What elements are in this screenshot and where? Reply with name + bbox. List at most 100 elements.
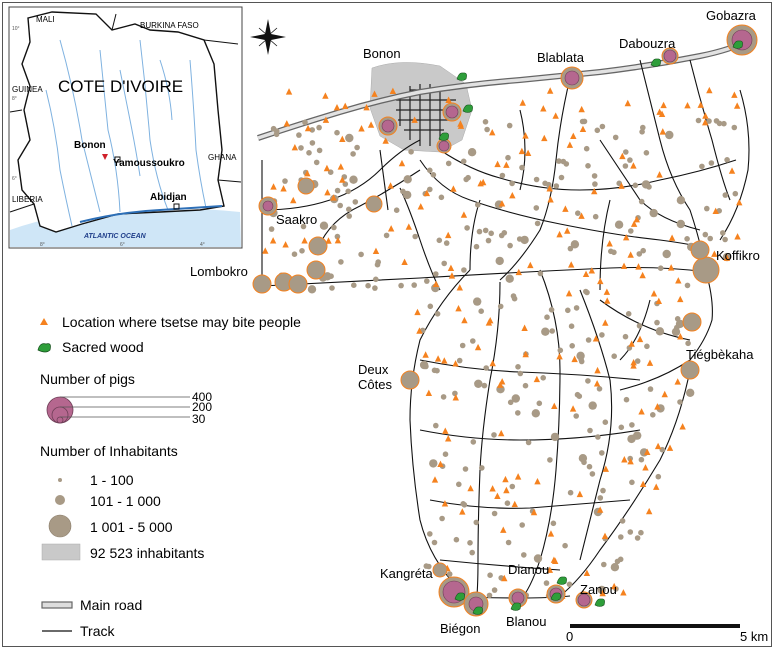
tsetse-marker <box>285 88 293 95</box>
village-dot <box>650 412 656 418</box>
legend-pigs-200: 200 <box>192 400 212 414</box>
tsetse-marker <box>514 473 522 480</box>
inset-city-abidjan: Abidjan <box>150 192 187 203</box>
tsetse-marker <box>658 110 666 118</box>
pig-circle-4 <box>445 105 459 119</box>
tsetse-marker <box>592 335 600 342</box>
village-dot <box>585 337 592 343</box>
village-dot <box>485 237 492 244</box>
sacred-wood-1 <box>462 104 473 113</box>
label-kangreta: Kangréta <box>380 566 434 581</box>
label-lombokro: Lombokro <box>190 264 248 279</box>
inset-label-guinea: GUINEA <box>12 85 43 94</box>
sacred-wood-6 <box>472 606 483 615</box>
village-dot <box>482 227 489 234</box>
village-dot <box>334 233 341 240</box>
village-dot <box>599 332 605 338</box>
track-2 <box>261 139 421 211</box>
village-dot <box>627 434 636 444</box>
tsetse-marker <box>452 394 459 401</box>
village-dot <box>499 172 506 179</box>
tsetse-marker <box>401 258 408 266</box>
tsetse-marker <box>363 103 370 111</box>
tsetse-marker <box>604 297 611 304</box>
village-dot <box>352 199 359 205</box>
tsetse-marker <box>498 429 505 437</box>
village-dot <box>484 126 490 133</box>
tsetse-marker <box>622 233 630 241</box>
inset-ocean-label: ATLANTIC OCEAN <box>83 233 147 240</box>
tsetse-marker <box>322 92 329 99</box>
village-dot <box>654 319 660 326</box>
village-dot <box>610 563 620 572</box>
village-dot <box>592 181 598 187</box>
village-dot <box>299 248 305 254</box>
tsetse-marker <box>628 340 635 347</box>
village-dot <box>720 230 726 236</box>
village-dot <box>403 175 412 184</box>
tsetse-marker <box>445 435 452 442</box>
tsetse-marker <box>450 185 457 192</box>
legend-tsetse-icon <box>40 318 48 325</box>
tsetse-marker <box>489 359 496 367</box>
village-dot <box>467 148 477 157</box>
village-dot <box>383 232 390 239</box>
tsetse-marker <box>627 458 634 465</box>
village-dot <box>619 518 626 524</box>
large-village-24 <box>432 562 448 578</box>
village-dot <box>459 342 466 349</box>
village-dot <box>708 160 715 166</box>
tsetse-marker <box>501 574 508 582</box>
label-dianou: Dianou <box>508 562 549 577</box>
tsetse-marker <box>655 297 663 305</box>
tsetse-marker <box>477 179 484 187</box>
village-dot <box>491 432 497 438</box>
village-dot <box>546 181 552 188</box>
tsetse-marker <box>546 87 554 94</box>
village-dot <box>699 163 705 170</box>
svg-text:6°: 6° <box>12 176 17 182</box>
village-dot <box>464 225 470 231</box>
tsetse-marker <box>301 237 308 244</box>
tsetse-marker <box>339 176 346 183</box>
figure-frame <box>2 2 772 647</box>
tsetse-marker <box>398 159 406 167</box>
village-dot <box>597 585 606 595</box>
tsetse-marker <box>667 264 675 271</box>
village-dot <box>316 124 322 131</box>
village-dot <box>515 364 521 370</box>
tsetse-marker <box>599 589 606 597</box>
village-dot <box>298 145 304 151</box>
tsetse-marker <box>675 277 682 284</box>
village-dot <box>575 210 581 216</box>
village-dot <box>520 235 529 245</box>
tsetse-marker <box>571 355 578 363</box>
village-dot <box>534 220 541 227</box>
village-dot <box>644 343 650 350</box>
village-dot <box>556 158 562 164</box>
tsetse-marker <box>269 237 277 244</box>
tsetse-marker <box>522 132 529 139</box>
tsetse-marker <box>582 270 590 278</box>
tsetse-marker <box>565 289 573 297</box>
village-dot <box>686 388 695 397</box>
sacred-woods <box>438 40 743 615</box>
country-outline <box>17 11 225 233</box>
tsetse-marker <box>621 456 628 463</box>
village-dot <box>623 396 630 403</box>
village-dot <box>309 127 316 133</box>
village-dot <box>724 157 730 163</box>
village-dot <box>567 245 574 252</box>
village-dot <box>373 276 379 283</box>
track-17 <box>419 429 641 441</box>
village-dot <box>634 358 641 364</box>
village-dot <box>639 129 645 135</box>
legend-sacred-wood-icon <box>37 343 51 353</box>
tsetse-marker <box>325 237 332 244</box>
inset-country-label: COTE D'IVOIRE <box>58 77 183 96</box>
tsetse-marker <box>566 141 574 148</box>
village-dot <box>504 500 511 507</box>
village-dot <box>442 451 449 458</box>
village-dot <box>589 471 596 477</box>
tsetse-marker <box>633 215 640 223</box>
